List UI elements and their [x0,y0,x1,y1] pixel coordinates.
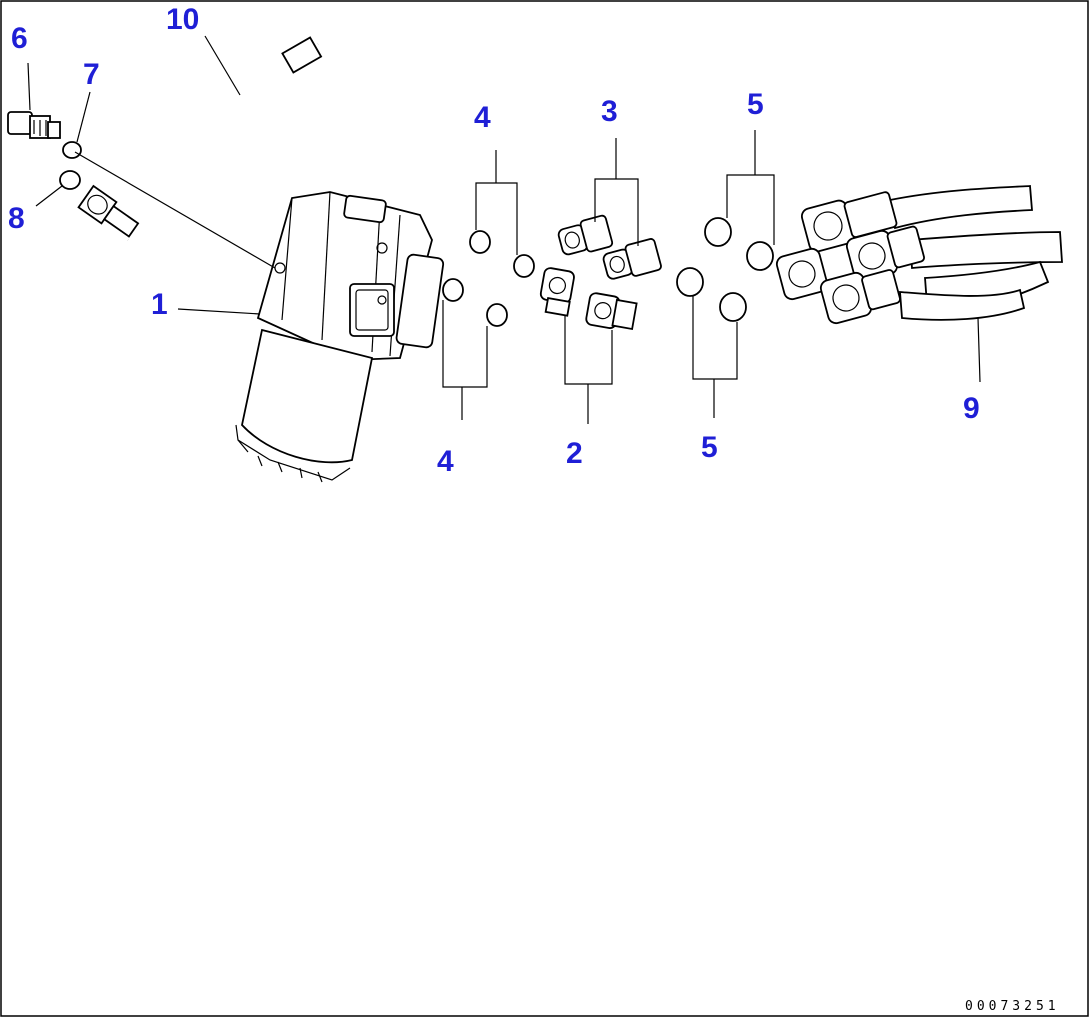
part-9-hoses [775,185,1063,383]
label-part-2: 2 [566,437,583,470]
part-2-adapters [539,267,638,424]
part-6-fitting [7,111,61,139]
leader-1 [177,308,261,315]
callout-labels: 1 2 3 4 4 5 5 6 7 8 9 10 [8,3,980,478]
part-1-motor-body [74,151,445,483]
part-3-adapters [557,138,662,280]
label-part-7: 7 [83,58,100,91]
label-part-10: 10 [166,3,199,36]
part-8-o-ring [59,170,81,190]
leader-7-to-1 [74,151,276,269]
label-part-6: 6 [11,22,28,55]
part-4-o-rings [442,150,535,420]
drawing-code: 00073251 [965,999,1060,1014]
label-part-5-bottom: 5 [701,431,718,464]
label-part-4-bottom: 4 [437,445,454,478]
leader-7 [76,91,91,143]
label-part-8: 8 [8,202,25,235]
label-part-9: 9 [963,392,980,425]
leader-10 [204,35,241,96]
label-part-4-top: 4 [474,101,491,134]
label-part-5-top: 5 [747,88,764,121]
leader-8 [35,185,63,207]
label-part-3: 3 [601,95,618,128]
part-10-hose [77,36,323,258]
part-5-o-rings [676,130,775,418]
part-7-o-ring [62,141,82,159]
leader-6 [27,62,31,111]
label-part-1: 1 [151,288,168,321]
